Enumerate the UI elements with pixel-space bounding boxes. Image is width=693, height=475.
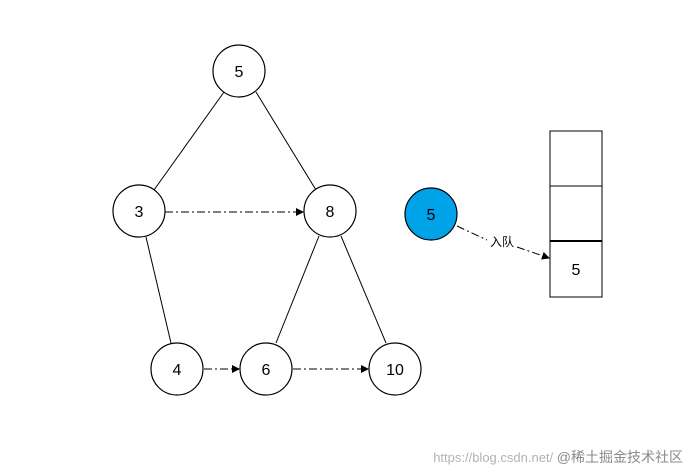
tree-node-4: 4	[150, 342, 204, 396]
edge-5-3	[153, 91, 225, 191]
tree-edges	[145, 91, 387, 344]
node-label: 4	[173, 362, 182, 379]
node-label: 10	[386, 362, 404, 379]
watermark-text: @稀土掘金技术社区	[556, 449, 683, 465]
node-label: 6	[262, 362, 271, 379]
tree-node-10: 10	[368, 342, 422, 396]
current-node-label: 5	[427, 207, 436, 224]
level-links	[165, 208, 369, 373]
tree-node-3: 3	[112, 184, 166, 238]
tree-node-5: 5	[212, 44, 266, 98]
tree-node-8: 8	[303, 184, 357, 238]
enqueue-arrow-line-b	[516, 246, 550, 260]
node-label: 3	[135, 204, 144, 221]
watermark: https://blog.csdn.net/ @稀土掘金技术社区	[433, 447, 683, 467]
queue-cell	[549, 185, 603, 242]
current-node: 5	[404, 187, 458, 241]
node-label: 5	[235, 64, 244, 81]
edge-5-8	[255, 91, 317, 191]
enqueue-arrow: 入队	[456, 225, 550, 260]
tree-node-6: 6	[239, 342, 293, 396]
enqueue-label: 入队	[490, 234, 514, 249]
edge-8-10	[340, 235, 387, 344]
edge-8-6	[275, 235, 320, 344]
watermark-url: https://blog.csdn.net/	[433, 450, 554, 465]
queue-cell	[549, 240, 603, 298]
queue-cell	[549, 130, 603, 187]
queue: 5	[549, 130, 603, 298]
edge-3-4	[145, 236, 172, 344]
node-label: 8	[326, 204, 335, 221]
enqueue-arrow-line-a	[456, 225, 488, 241]
queue-cell-label: 5	[572, 262, 581, 279]
